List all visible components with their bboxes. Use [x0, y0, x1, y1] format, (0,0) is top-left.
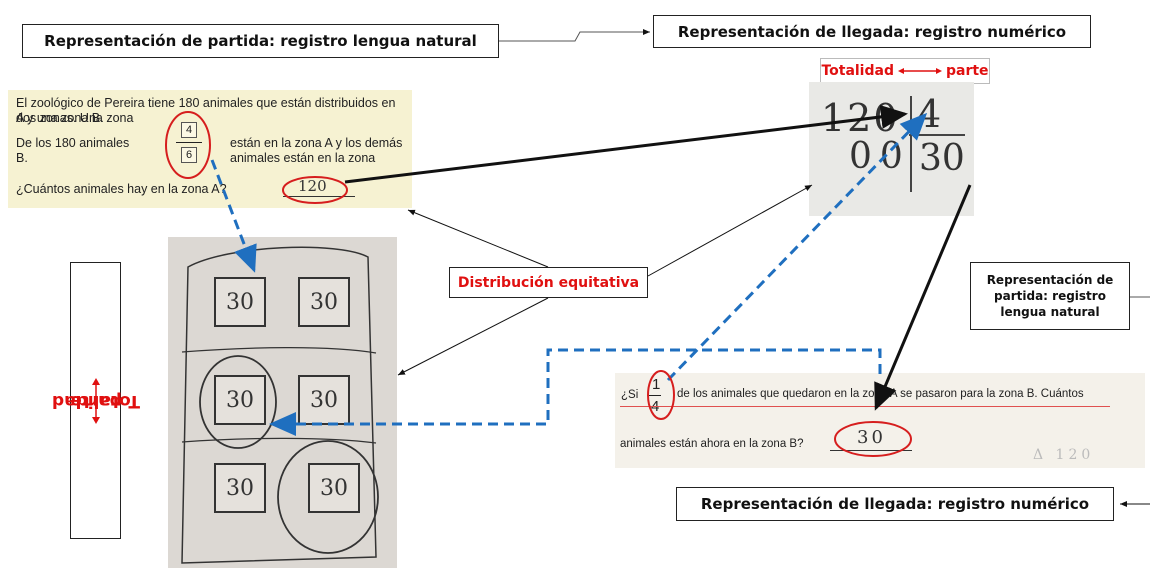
circle-answer-problem-2 — [834, 421, 912, 457]
margin-note: Δ 120 — [1033, 447, 1095, 463]
arrow-quotient-to-answer-2 — [874, 184, 972, 411]
tally-drawing-photo: 30 30 30 30 30 30 — [168, 237, 397, 568]
dashed-arrow-fraction-to-divisor — [666, 112, 928, 382]
circle-fraction-problem-1 — [165, 111, 211, 179]
vertical-totality-part-label: Totalidad parte — [51, 262, 140, 539]
answer-line — [283, 196, 355, 197]
problem-2-line-2: animales están ahora en la zona B? — [620, 438, 804, 450]
vertical-label-text: Totalidad parte — [51, 374, 140, 428]
problem-2-si: ¿Si — [621, 389, 639, 401]
remainder: 00 — [849, 136, 911, 177]
problem-1-fraction-numerator: 4 — [181, 122, 197, 138]
tally-cell: 30 — [214, 375, 266, 425]
double-arrow-icon — [91, 377, 100, 424]
problem-2-fraction-numerator: 1 — [652, 376, 661, 393]
arrow-distribution-to-tally — [397, 297, 549, 376]
tally-outline-sketch — [181, 246, 379, 564]
start-representation-right-text: Representación de partida: registro leng… — [986, 273, 1114, 319]
connector-start-to-arrival — [499, 29, 650, 42]
dashed-arrow-fraction-to-tally-group — [269, 348, 882, 436]
tally-cell: 30 — [214, 277, 266, 327]
dashed-arrow-fraction-to-tally — [210, 159, 257, 273]
problem-1-line-3a: De los 180 animales — [16, 136, 130, 150]
equitable-distribution-label: Distribución equitativa — [449, 267, 648, 298]
arrow-distribution-to-calculation — [647, 184, 813, 277]
arrow-distribution-to-problem-1 — [407, 209, 549, 268]
arrival-representation-text: Representación de llegada: registro numé… — [677, 22, 1067, 41]
totality-part-label-top: Totalidad parte — [820, 58, 990, 84]
circle-fraction-problem-2 — [647, 370, 675, 420]
totality-word: Totalidad — [821, 63, 894, 79]
arrival-representation-label-bottom: Representación de llegada: registro numé… — [676, 487, 1114, 521]
start-representation-label-right: Representación de partida: registro leng… — [970, 262, 1130, 330]
problem-1-line-4: B. — [16, 151, 28, 165]
problem-1-answer: 120 — [298, 177, 327, 195]
fraction-bar — [649, 395, 661, 396]
double-arrow-icon — [897, 68, 942, 74]
problem-1-question: ¿Cuántos animales hay en la zona A? — [16, 182, 227, 196]
equitable-distribution-text: Distribución equitativa — [457, 274, 640, 291]
division-bar-vertical — [910, 96, 912, 192]
arrival-representation-bottom-text: Representación de llegada: registro numé… — [700, 495, 1090, 513]
arrow-answer-to-calculation — [344, 104, 908, 184]
part-word: parte — [945, 63, 989, 79]
problem-1-fraction-denominator: 6 — [181, 147, 197, 163]
tally-cell: 30 — [298, 277, 350, 327]
start-representation-text: Representación de partida: registro leng… — [44, 32, 477, 50]
problem-2-answer: 30 — [857, 427, 886, 448]
fraction-bar — [176, 142, 202, 143]
quotient: 30 — [919, 138, 965, 179]
circle-answer-problem-1 — [282, 176, 348, 204]
red-underline — [620, 406, 1110, 407]
problem-1-line-2: A y una zona B. — [16, 111, 104, 125]
start-representation-label-top: Representación de partida: registro leng… — [22, 24, 499, 58]
problem-1-line-1: El zoológico de Pereira tiene 180 animal… — [16, 96, 396, 125]
division-bar-horizontal — [909, 134, 965, 136]
answer-line — [830, 450, 912, 451]
tally-cell: 30 — [308, 463, 360, 513]
tally-cell: 30 — [298, 375, 350, 425]
arrival-representation-label-top: Representación de llegada: registro numé… — [653, 15, 1091, 48]
tally-cell: 30 — [214, 463, 266, 513]
problem-1-line-3b: están en la zona A y los demás animales … — [230, 136, 403, 165]
